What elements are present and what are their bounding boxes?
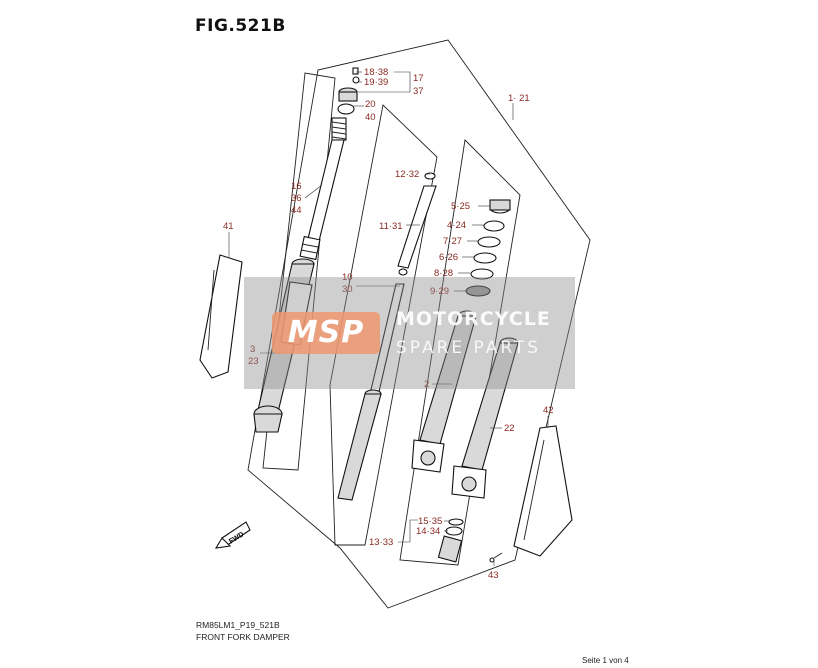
page-indicator: Seite 1 von 4 — [582, 656, 629, 665]
footer-figure-code: RM85LM1_P19_521B — [196, 620, 280, 630]
callout-1-21: 1· 21 — [508, 93, 530, 104]
outer-tube-right — [411, 310, 477, 473]
footer-figure-name: FRONT FORK DAMPER — [196, 632, 290, 642]
damper-rod — [337, 283, 405, 501]
callout-11-31: 11·31 — [379, 221, 403, 232]
base-valve — [437, 518, 464, 563]
seal-stack — [465, 199, 511, 297]
fork-spring-upper — [331, 117, 347, 141]
watermark-text-line2: SPARE PARTS — [396, 338, 542, 358]
callout-20: 20 — [365, 99, 376, 110]
callout-36: 36 — [291, 193, 302, 204]
watermark-logo: MSP — [272, 312, 380, 354]
outer-tube-left — [451, 337, 519, 499]
fwd-direction-marker: FWD — [214, 521, 251, 549]
callout-4-24: 4·24 — [447, 220, 466, 231]
assembly-frame-right — [399, 139, 521, 566]
fork-spring-lower — [299, 235, 321, 261]
callout-3: 3 — [250, 344, 255, 355]
callout-19-39: 19·39 — [364, 77, 388, 88]
assembly-frame-left — [262, 72, 336, 471]
callout-23: 23 — [248, 356, 259, 367]
damper-cap — [397, 172, 437, 276]
callout-37: 37 — [413, 86, 424, 97]
bolt-43 — [489, 552, 503, 563]
callout-9-29: 9·29 — [430, 286, 449, 297]
callout-22: 22 — [504, 423, 515, 434]
watermark-text-line1: MOTORCYCLE — [396, 308, 551, 330]
callout-5-25: 5·25 — [451, 201, 470, 212]
callout-12-32: 12·32 — [395, 169, 419, 180]
callout-6-26: 6·26 — [439, 252, 458, 263]
figure-title: FIG.521B — [195, 16, 286, 36]
callout-43: 43 — [488, 570, 499, 581]
callout-14-34: 14·34 — [416, 526, 440, 537]
callout-40: 40 — [365, 112, 376, 123]
callout-2: 2 — [424, 379, 429, 390]
callout-17: 17 — [413, 73, 424, 84]
callout-42: 42 — [543, 405, 554, 416]
fork-guard-left — [199, 254, 243, 379]
callout-10: 10 — [342, 272, 353, 283]
callout-8-28: 8·28 — [434, 268, 453, 279]
callout-7-27: 7·27 — [443, 236, 462, 247]
callout-16: 16 — [291, 181, 302, 192]
assembly-frame-damper — [329, 104, 438, 546]
assembly-frame-outer — [247, 39, 591, 609]
callout-41: 41 — [223, 221, 234, 232]
fork-cap-bolt — [337, 67, 360, 115]
callout-15-35: 15·35 — [418, 516, 442, 527]
callout-30: 30 — [342, 284, 353, 295]
callout-13-33: 13·33 — [369, 537, 393, 548]
callout-18-38: 18·38 — [364, 67, 388, 78]
callout-44: 44 — [291, 205, 302, 216]
fork-guard-right — [513, 425, 573, 557]
